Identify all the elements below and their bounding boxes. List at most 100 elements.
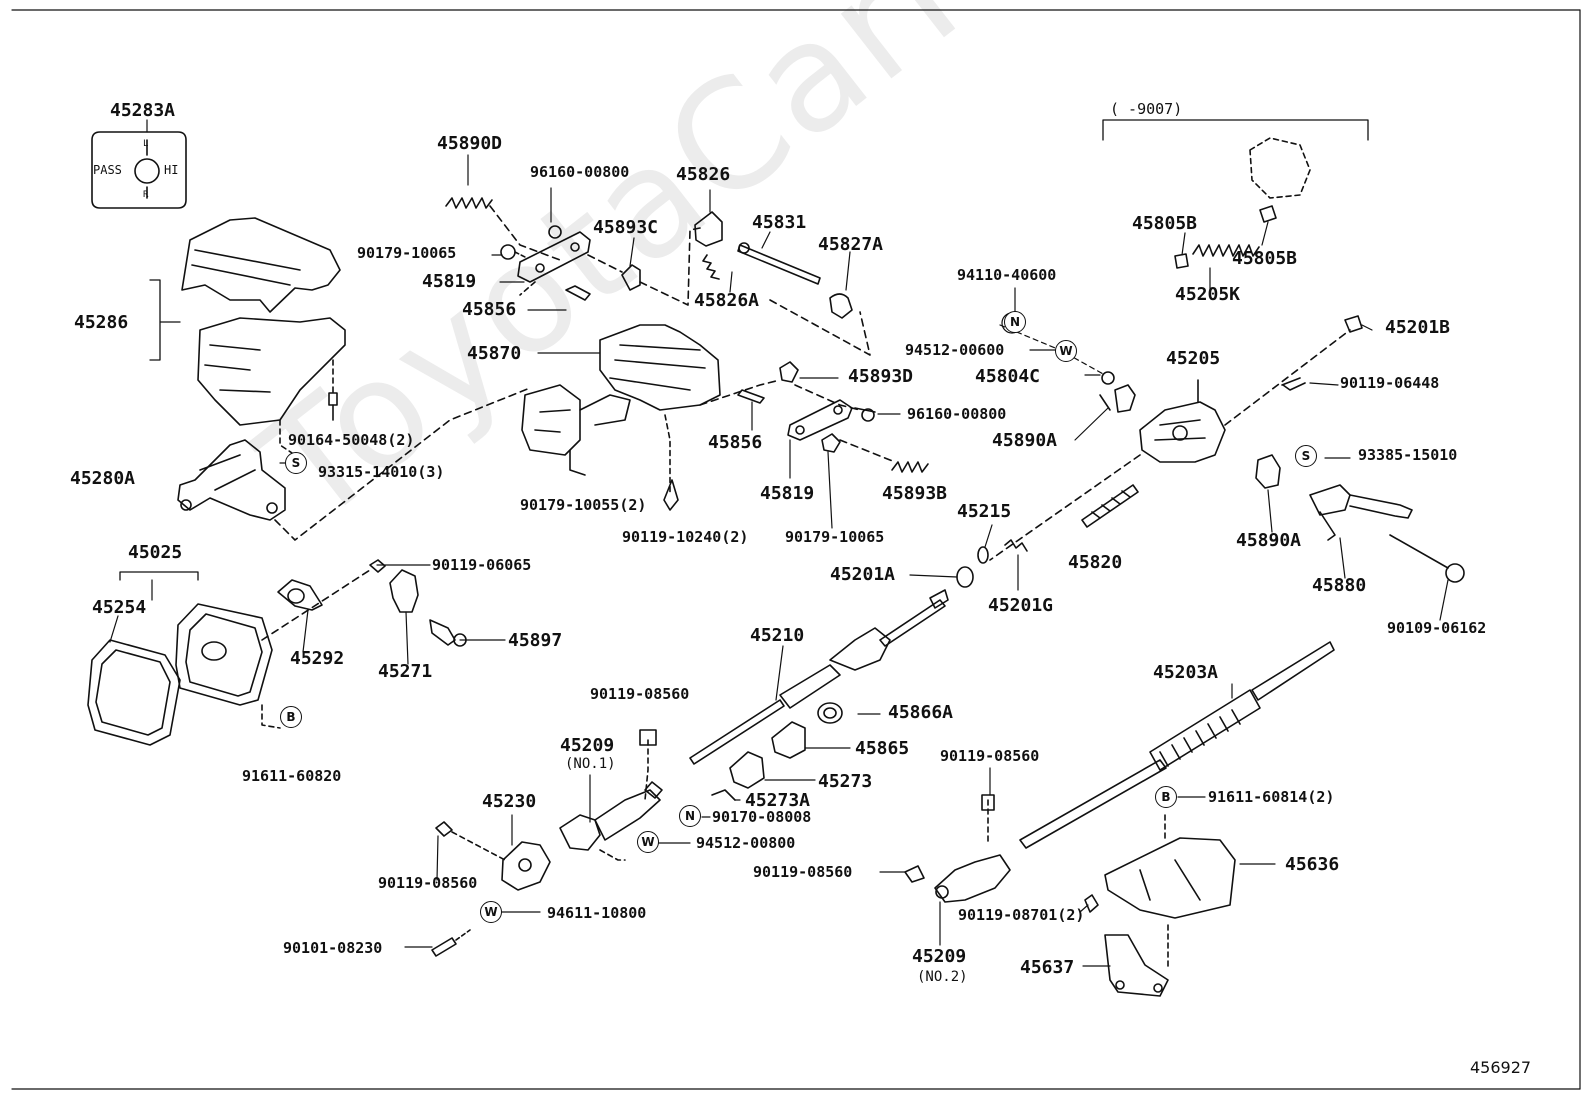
part-label-45210: 45210 bbox=[750, 625, 805, 646]
part-label-91611-60820: 91611-60820 bbox=[242, 767, 342, 785]
shaft-illustration bbox=[737, 242, 871, 356]
part-label-45870: 45870 bbox=[467, 343, 522, 364]
part-label-45897: 45897 bbox=[508, 630, 563, 651]
symbol-n-1: N bbox=[1004, 311, 1026, 333]
part-label-45826A: 45826A bbox=[694, 290, 760, 311]
part-label-45215: 45215 bbox=[957, 501, 1012, 522]
part-label-45292: 45292 bbox=[290, 648, 345, 669]
leader-lines bbox=[109, 119, 1449, 967]
part-label-45856-a: 45856 bbox=[462, 299, 517, 320]
part-label-90119-08560-a: 90119-08560 bbox=[590, 685, 690, 703]
part-label-45893C: 45893C bbox=[593, 217, 659, 238]
part-label-45201A: 45201A bbox=[830, 564, 896, 585]
part-label-45637: 45637 bbox=[1020, 957, 1075, 978]
part-label-45203A: 45203A bbox=[1153, 662, 1219, 683]
part-label-45856-b: 45856 bbox=[708, 432, 763, 453]
part-label-45805B-b: 45805B bbox=[1232, 248, 1298, 269]
part-label-90119-06448: 90119-06448 bbox=[1340, 374, 1440, 392]
part-label-45819-a: 45819 bbox=[422, 271, 477, 292]
part-label-90179-10055: 90179-10055(2) bbox=[520, 496, 647, 514]
part-label-45819-b: 45819 bbox=[760, 483, 815, 504]
part-label-45866A: 45866A bbox=[888, 702, 954, 723]
part-label-93385-15010: 93385-15010 bbox=[1358, 446, 1458, 464]
symbol-w-1: W bbox=[1055, 340, 1077, 362]
spring-illustration bbox=[445, 197, 493, 209]
part-label-45890D: 45890D bbox=[437, 133, 503, 154]
part-label-45205K: 45205K bbox=[1175, 284, 1241, 305]
part-label-94611-10800: 94611-10800 bbox=[547, 904, 647, 922]
part-label-45280A: 45280A bbox=[70, 468, 136, 489]
part-label-90179-10065-a: 90179-10065 bbox=[357, 244, 457, 262]
lever-illustration bbox=[1255, 454, 1465, 583]
part-label-45254: 45254 bbox=[92, 597, 147, 618]
part-label-45890A-a: 45890A bbox=[992, 430, 1058, 451]
part-label-45805B-a: 45805B bbox=[1132, 213, 1198, 234]
part-label-45890A-b: 45890A bbox=[1236, 530, 1302, 551]
column-cover-illustration bbox=[149, 217, 346, 426]
part-label-45230: 45230 bbox=[482, 791, 537, 812]
part-label-45209-no2-note: (NO.2) bbox=[917, 969, 968, 985]
part-label-45205: 45205 bbox=[1166, 348, 1221, 369]
part-label-45804C: 45804C bbox=[975, 366, 1041, 387]
switch-plate-illustration bbox=[91, 131, 187, 209]
part-label-90179-10065-b: 90179-10065 bbox=[785, 528, 885, 546]
part-label-90109-06162: 90109-06162 bbox=[1387, 619, 1487, 637]
part-label-91611-60814: 91611-60814(2) bbox=[1208, 788, 1335, 806]
part-label-90119-08560-d: 90119-08560 bbox=[753, 863, 853, 881]
gasket-illustration bbox=[87, 569, 371, 746]
part-label-45636: 45636 bbox=[1285, 854, 1340, 875]
intermediate-shaft-illustration bbox=[689, 589, 949, 765]
shaft-cover-illustration bbox=[1104, 814, 1236, 997]
lock-housing-illustration bbox=[989, 329, 1351, 561]
symbol-w-2: W bbox=[637, 831, 659, 853]
part-label-45273: 45273 bbox=[818, 771, 873, 792]
part-label-90119-08560-c: 90119-08560 bbox=[940, 747, 1040, 765]
part-label-45025: 45025 bbox=[128, 542, 183, 563]
symbol-b-1: B bbox=[280, 706, 302, 728]
part-label-45209-no1-note: (NO.1) bbox=[565, 756, 616, 772]
symbol-n-2: N bbox=[679, 805, 701, 827]
part-label-45831: 45831 bbox=[752, 212, 807, 233]
part-label-90101-08230: 90101-08230 bbox=[283, 939, 383, 957]
part-label-45820: 45820 bbox=[1068, 552, 1123, 573]
part-label-94512-00800: 94512-00800 bbox=[696, 834, 796, 852]
symbol-s-1: S bbox=[285, 452, 307, 474]
part-label-90170-08008: 90170-08008 bbox=[712, 808, 812, 826]
part-label-96160-00800-b: 96160-00800 bbox=[907, 405, 1007, 423]
part-label-45283A: 45283A bbox=[110, 100, 176, 121]
screw-illustration bbox=[279, 359, 338, 456]
universal-joint-illustration bbox=[431, 729, 663, 957]
part-label-90119-10240: 90119-10240(2) bbox=[622, 528, 749, 546]
part-label-94110-40600: 94110-40600 bbox=[957, 266, 1057, 284]
part-label-45893B: 45893B bbox=[882, 483, 948, 504]
part-label-45273A: 45273A bbox=[745, 790, 811, 811]
switch-bottom-text: R bbox=[143, 190, 149, 200]
part-label-90119-08560-b: 90119-08560 bbox=[378, 874, 478, 892]
lever-plate-illustration bbox=[517, 225, 591, 296]
switch-pass-text: PASS bbox=[93, 163, 122, 177]
part-label-45201G: 45201G bbox=[988, 595, 1054, 616]
switch-top-text: L bbox=[143, 139, 149, 149]
part-label-45826: 45826 bbox=[676, 164, 731, 185]
switch-hi-text: HI bbox=[164, 163, 179, 177]
part-label-45865: 45865 bbox=[855, 738, 910, 759]
part-label-45271: 45271 bbox=[378, 661, 433, 682]
main-shaft-illustration bbox=[1019, 641, 1335, 849]
figure-number: 456927 bbox=[1470, 1058, 1532, 1077]
part-label-96160-00800-a: 96160-00800 bbox=[530, 163, 630, 181]
part-label-93315-14010: 93315-14010(3) bbox=[318, 463, 445, 481]
bracket-illustration bbox=[177, 387, 531, 541]
symbol-s-2: S bbox=[1295, 445, 1317, 467]
part-label-90119-08701: 90119-08701(2) bbox=[958, 906, 1085, 924]
symbol-b-2: B bbox=[1155, 786, 1177, 808]
part-label-45209-no2: 45209 bbox=[912, 946, 967, 967]
part-label-45209-no1: 45209 bbox=[560, 735, 615, 756]
column-bracket-illustration bbox=[521, 324, 781, 511]
part-label-90164-50048: 90164-50048(2) bbox=[288, 431, 415, 449]
part-label-45880: 45880 bbox=[1312, 575, 1367, 596]
part-label-90119-06065: 90119-06065 bbox=[432, 556, 532, 574]
part-label-45286: 45286 bbox=[74, 312, 129, 333]
symbol-w-3: W bbox=[480, 901, 502, 923]
